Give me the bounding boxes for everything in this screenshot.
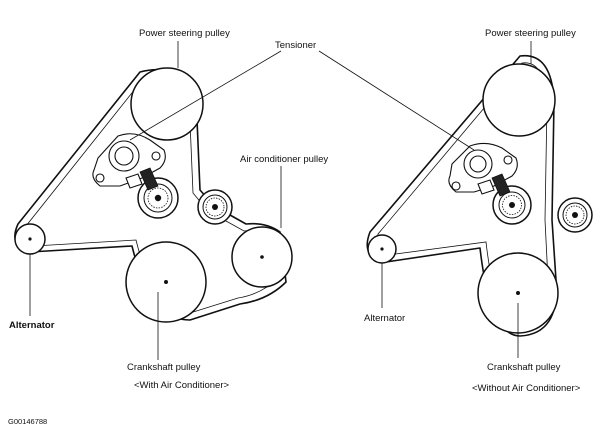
left-ac-hub — [260, 255, 264, 259]
label-crankshaft-right: Crankshaft pulley — [487, 362, 561, 373]
right-tensioner-pulley — [492, 185, 532, 225]
label-alternator-left: Alternator — [9, 320, 55, 331]
right-power-steering-pulley — [482, 63, 556, 137]
left-tensioner-assembly — [92, 133, 166, 191]
label-power-steering-right: Power steering pulley — [485, 28, 576, 39]
label-figure-id: G00146788 — [8, 417, 47, 426]
left-crankshaft-hub — [164, 280, 168, 284]
label-with-ac: <With Air Conditioner> — [134, 380, 229, 391]
label-without-ac: <Without Air Conditioner> — [472, 383, 581, 394]
label-power-steering-left: Power steering pulley — [139, 28, 230, 39]
left-diagram-with-ac — [14, 41, 293, 360]
left-alternator-hub — [28, 237, 32, 241]
right-tensioner-assembly — [448, 142, 518, 197]
right-idler-pulley — [557, 197, 593, 233]
left-power-steering-pulley — [130, 67, 204, 141]
right-alternator-hub — [380, 247, 384, 251]
left-idler-pulley — [197, 189, 233, 225]
right-crankshaft-hub — [516, 291, 520, 295]
label-air-conditioner: Air conditioner pulley — [240, 154, 328, 165]
right-diagram-without-ac — [318, 41, 593, 358]
label-alternator-right: Alternator — [364, 313, 405, 324]
right-tensioner-leader — [318, 50, 475, 151]
label-tensioner: Tensioner — [275, 40, 316, 51]
left-tensioner-pulley — [137, 177, 179, 219]
label-crankshaft-left: Crankshaft pulley — [127, 362, 201, 373]
left-tensioner-leader — [129, 50, 282, 141]
